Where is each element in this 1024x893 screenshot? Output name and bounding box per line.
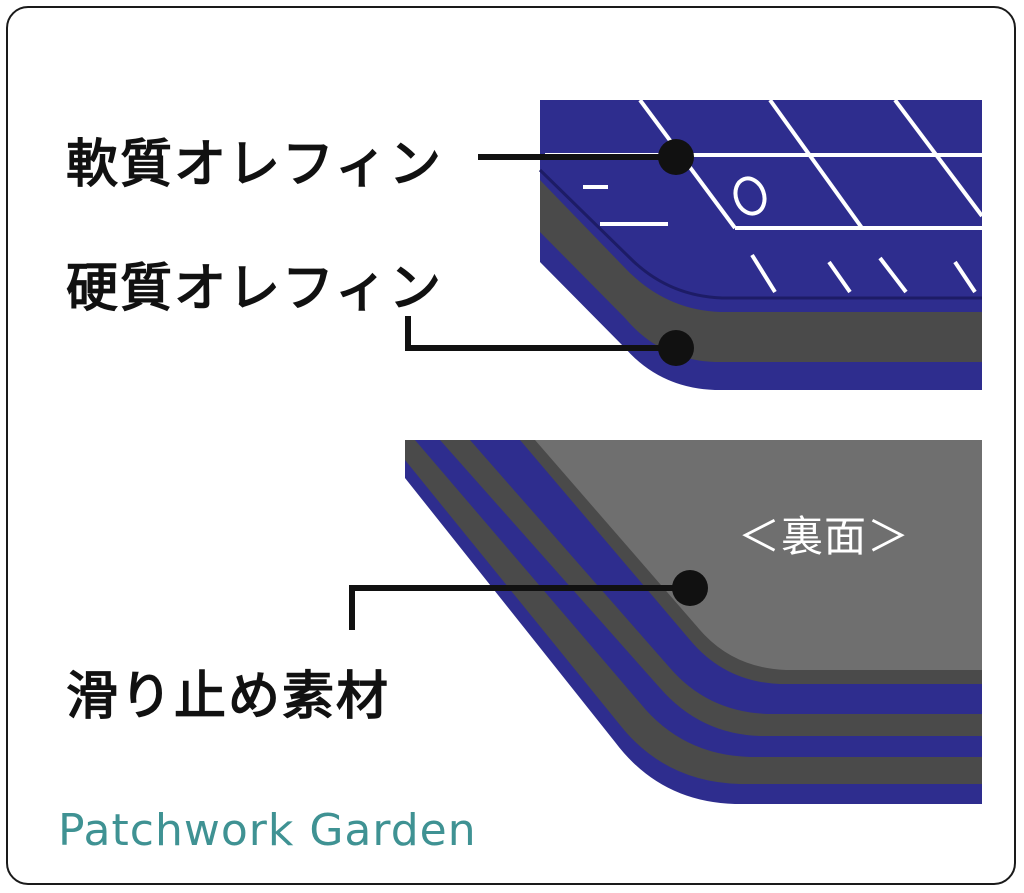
brand-logo-text: Patchwork Garden [58,805,477,856]
dot-soft-olefin [658,139,694,175]
leader-hard-olefin [405,316,676,351]
label-anti-slip-material: 滑り止め素材 [66,667,391,727]
top-mat-face-edge [538,168,982,300]
bottom-mat-back-face [535,440,982,670]
dot-hard-olefin [658,330,694,366]
leader-anti-slip [349,585,690,630]
label-soft-olefin: 軟質オレフィン [66,135,443,195]
label-back-side: ＜裏面＞ [738,512,911,561]
top-mat [538,100,982,390]
label-hard-olefin: 硬質オレフィン [66,259,443,319]
leader-lines [349,154,690,630]
leader-dots [658,139,708,606]
top-mat-grid-zero [733,176,767,216]
bottom-mat [405,440,982,804]
dot-anti-slip [672,570,708,606]
